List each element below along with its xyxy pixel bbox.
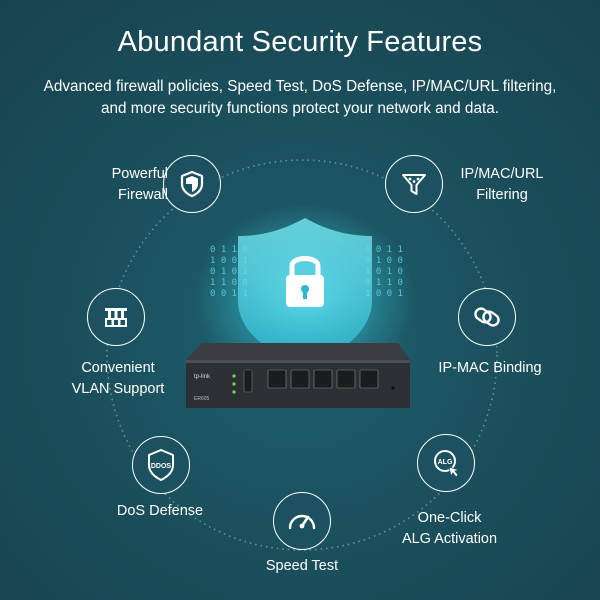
subtitle-line-2: and more security functions protect your… xyxy=(101,100,499,117)
firewall-feature-icon-circle xyxy=(163,155,221,213)
filtering-feature-icon-circle xyxy=(385,155,443,213)
speed-feature-label: Speed Test xyxy=(265,558,339,574)
ipmac-feature-icon-circle xyxy=(458,288,516,346)
ddos-shield-icon: DDOS xyxy=(148,449,174,481)
page-title: Abundant Security Features xyxy=(117,26,483,58)
ipmac-feature-label: IP-MAC Binding xyxy=(438,360,542,376)
alg-feature-icon-circle: ALG xyxy=(417,434,475,492)
alg-icon: ALG xyxy=(434,450,461,478)
firewall-feature-label: Powerful Firewall xyxy=(111,166,168,203)
page-subtitle: Advanced firewall policies, Speed Test, … xyxy=(20,76,580,120)
vlan-feature-icon-circle xyxy=(87,288,145,346)
subtitle-line-1: Advanced firewall policies, Speed Test, … xyxy=(43,78,557,95)
filtering-feature-label: IP/MAC/URL Filtering xyxy=(460,166,544,203)
dos-feature-icon-circle: DDOS xyxy=(132,436,190,494)
vlan-icon xyxy=(105,308,127,327)
link-icon xyxy=(474,307,500,327)
router-brand-label: tp-link xyxy=(194,374,211,380)
alg-feature-label: One-Click ALG Activation xyxy=(401,510,498,547)
router-device: tp-link ER605 xyxy=(186,343,410,408)
filter-icon xyxy=(402,174,426,195)
speedometer-icon xyxy=(288,514,316,530)
shield-icon xyxy=(180,170,204,198)
vlan-feature-label: Convenient VLAN Support xyxy=(71,360,165,397)
router-model-label: ER605 xyxy=(194,396,210,402)
dos-feature-label: DoS Defense xyxy=(116,503,204,519)
ddos-badge-text: DDOS xyxy=(151,463,172,470)
alg-badge-text: ALG xyxy=(438,459,453,466)
speed-feature-icon-circle xyxy=(273,492,331,550)
